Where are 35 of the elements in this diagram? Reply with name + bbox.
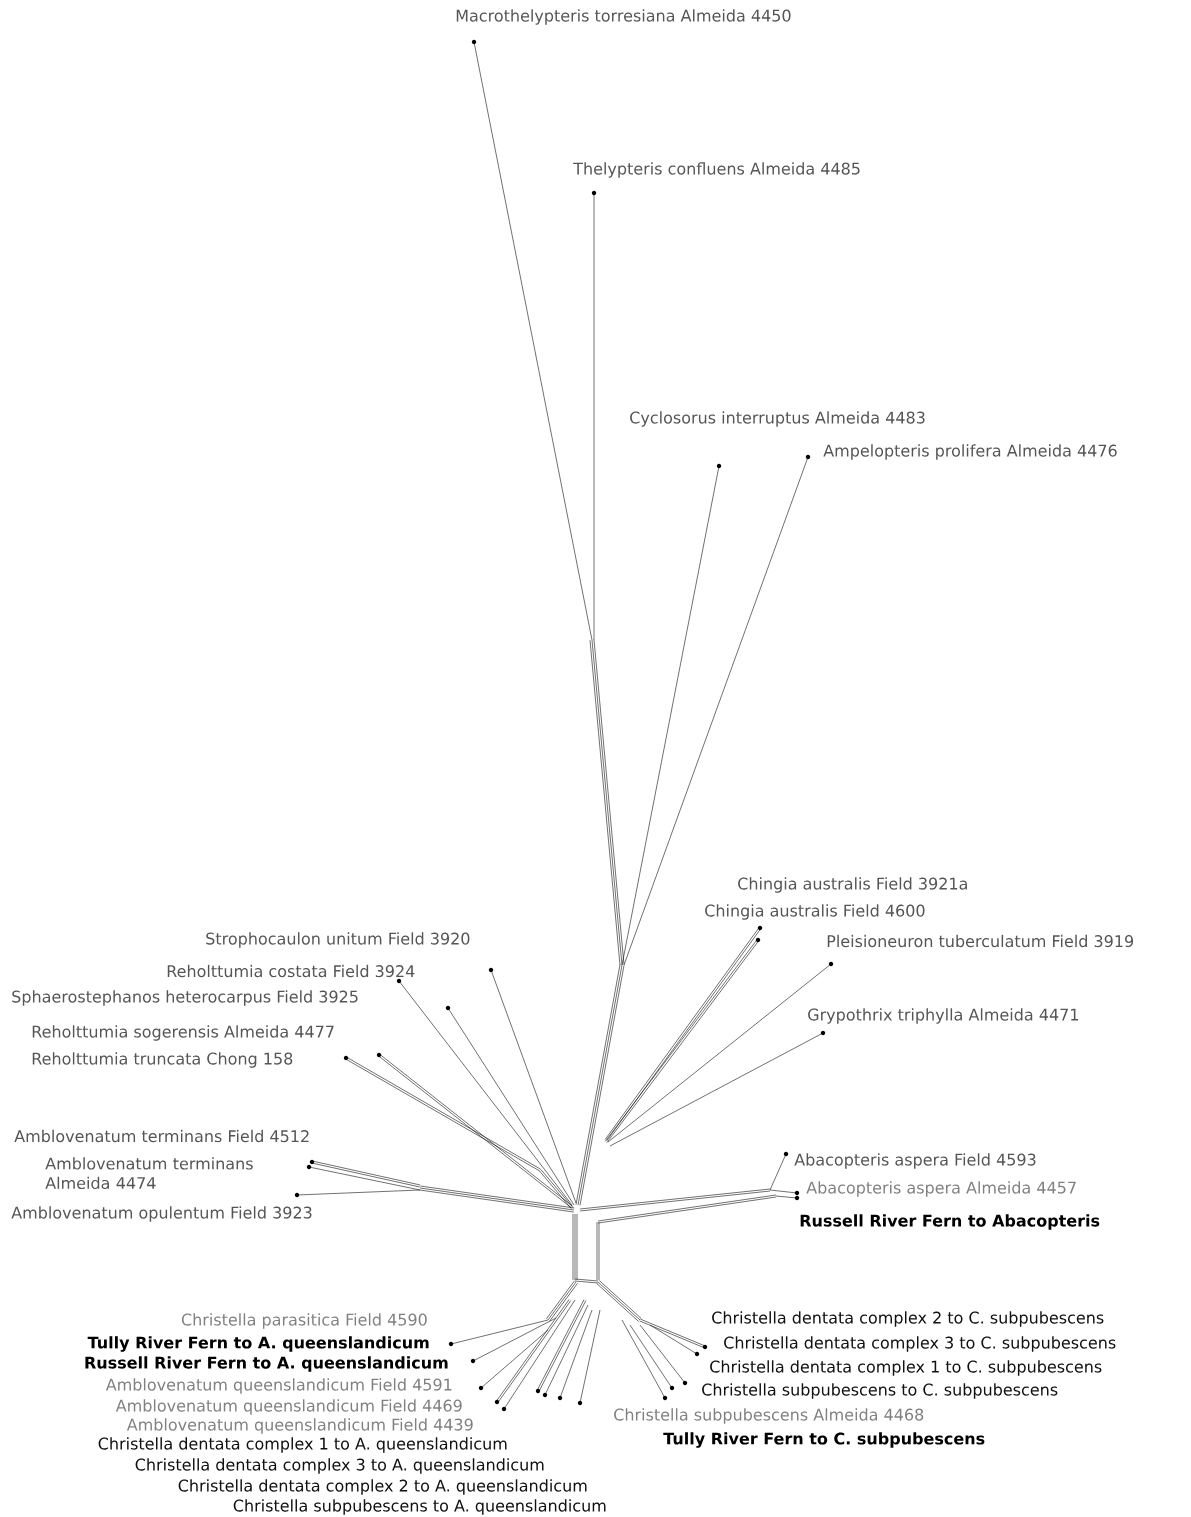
taxon-label: Strophocaulon unitum Field 3920 — [206, 932, 470, 948]
taxon-label: Christella subpubescens to C. subpubescens — [702, 1383, 1058, 1399]
taxon-label: Reholttumia costata Field 3924 — [167, 964, 415, 978]
taxon-label: Russell River Fern to Abacopteris — [800, 1214, 1100, 1230]
taxon-label: Amblovenatum queenslandicum Field 4439 — [126, 1418, 473, 1434]
taxon-label: Reholttumia truncata Chong 158 — [32, 1052, 293, 1068]
taxon-label: Christella dentata complex 1 to C. subpubescens — [710, 1360, 1102, 1376]
taxon-label: Sphaerostephanos heterocarpus Field 3925 — [12, 990, 358, 1006]
taxon-label: Reholttumia sogerensis Almeida 4477 — [32, 1025, 334, 1041]
taxon-label: Christella parasitica Field 4590 — [181, 1313, 427, 1329]
taxon-label: Chingia australis Field 3921a — [738, 877, 967, 893]
taxon-label: Christella subpubescens Almeida 4468 — [614, 1408, 924, 1424]
taxon-label: Abacopteris aspera Almeida 4457 — [806, 1181, 1076, 1197]
taxon-label: Christella dentata complex 2 to A. queenslandicum — [178, 1479, 587, 1495]
taxon-label: Chingia australis Field 4600 — [705, 904, 925, 920]
taxon-label: Amblovenatum queenslandicum Field 4469 — [115, 1399, 462, 1415]
taxon-label: Amblovenatum terminans Almeida 4474 — [45, 1157, 253, 1190]
taxon-label: Christella subpubescens to A. queenslandicum — [233, 1499, 606, 1515]
taxon-label: Grypothrix triphylla Almeida 4471 — [808, 1008, 1078, 1024]
taxon-label: Thelypteris confluens Almeida 4485 — [573, 162, 860, 178]
taxon-label: Christella dentata complex 3 to A. queenslandicum — [135, 1458, 544, 1474]
taxon-label: Amblovenatum queenslandicum Field 4591 — [105, 1378, 452, 1394]
taxon-label: Amblovenatum opulentum Field 3923 — [11, 1206, 312, 1222]
taxon-label: Christella dentata complex 3 to C. subpubescens — [724, 1336, 1116, 1352]
taxon-label: Pleisioneuron tuberculatum Field 3919 — [827, 934, 1134, 948]
taxon-label: Christella dentata complex 1 to A. queenslandicum — [98, 1437, 507, 1453]
taxon-label: Tully River Fern to C. subpubescens — [663, 1432, 985, 1448]
taxon-label: Russell River Fern to A. queenslandicum — [85, 1356, 448, 1372]
taxon-label: Tully River Fern to A. queenslandicum — [87, 1336, 429, 1352]
taxon-label: Abacopteris aspera Field 4593 — [794, 1153, 1036, 1169]
taxon-label: Macrothelypteris torresiana Almeida 4450 — [456, 9, 791, 25]
taxon-label: Cyclosorus interruptus Almeida 4483 — [630, 411, 925, 427]
taxon-label: Amblovenatum terminans Field 4512 — [14, 1129, 309, 1143]
taxon-label: Christella dentata complex 2 to C. subpubescens — [712, 1311, 1104, 1327]
taxon-label: Ampelopteris prolifera Almeida 4476 — [823, 444, 1117, 460]
